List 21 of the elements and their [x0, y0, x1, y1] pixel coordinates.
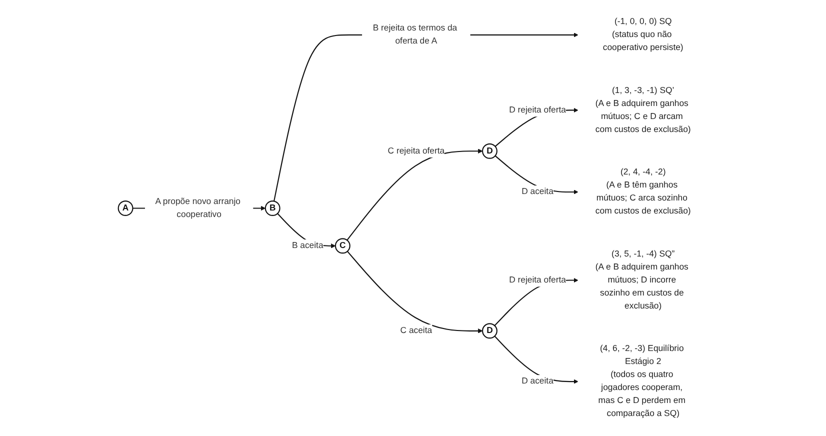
node-circle: B: [264, 200, 280, 216]
node-circle: C: [334, 238, 350, 254]
edge-label: C rejeita oferta: [388, 146, 444, 156]
edge-label: C aceita: [400, 326, 432, 336]
node-circle: D: [482, 143, 498, 159]
edge-label: D aceita: [521, 187, 554, 196]
arrow: [346, 250, 483, 334]
node-text: (2, 4, -4, -2) (A e B têm ganhos mútuos; C arca sozinho com custos de exclusão): [595, 168, 691, 216]
node-text: (4, 6, -2, -3) Equilíbrio Estágio 2 (todos os quatro jogadores cooperam, mas C e D perdem em comparação a SQ): [598, 344, 686, 418]
node-text: (-1, 0, 0, 0) SQ (status quo não cooperativo persiste): [602, 17, 684, 52]
node-circle: D: [482, 323, 498, 339]
edge-label: D rejeita oferta: [508, 105, 566, 115]
node-text: (1, 3, -3, -1) SQ’ (A e B adquirem ganhos mútuos; C e D arcam com custos de exclusão): [595, 86, 691, 134]
arrow: [346, 148, 483, 241]
edge-label: A propõe novo arranjo cooperativo: [155, 196, 240, 220]
node-circle: A: [118, 200, 134, 216]
edge-label: B rejeita os termos da oferta de A: [372, 24, 457, 46]
edge-label: D aceita: [521, 376, 554, 386]
edge-label: D rejeita oferta: [508, 275, 566, 285]
node-text: (3, 5, -1, -4) SQ” (A e B adquirem ganhos mútuos; D incorre sozinho em custos de exclusão): [595, 249, 688, 311]
edge-label: B aceita: [292, 241, 324, 250]
